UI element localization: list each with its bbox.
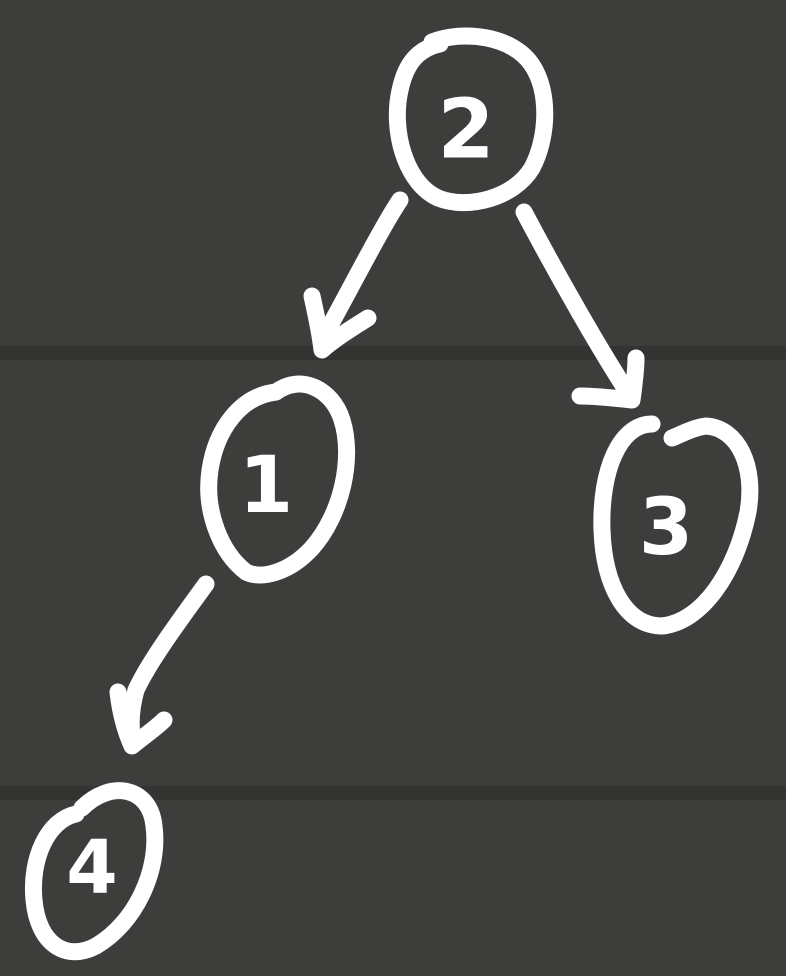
page-divider xyxy=(0,346,786,360)
tree-node: 3 xyxy=(593,415,759,635)
node-circle xyxy=(388,27,554,212)
arrowhead xyxy=(109,683,173,755)
node-label: 1 xyxy=(239,441,293,531)
node-label: 4 xyxy=(66,825,118,911)
arrowhead xyxy=(303,287,377,359)
node-label: 3 xyxy=(639,483,693,573)
edge-line xyxy=(515,203,639,405)
tree-node: 1 xyxy=(200,375,356,584)
node-circle xyxy=(24,782,164,961)
tree-node: 2 xyxy=(388,27,554,212)
node-label: 2 xyxy=(437,83,494,178)
tree-edge-arrow xyxy=(303,191,409,359)
arrowhead xyxy=(571,349,645,409)
tree-edge-arrow xyxy=(109,575,215,755)
node-circle xyxy=(593,415,759,635)
page-divider xyxy=(0,786,786,800)
tree-node: 4 xyxy=(24,782,164,961)
tree-edge-arrow xyxy=(515,203,645,409)
edge-line xyxy=(313,191,409,349)
node-circle xyxy=(200,375,356,584)
